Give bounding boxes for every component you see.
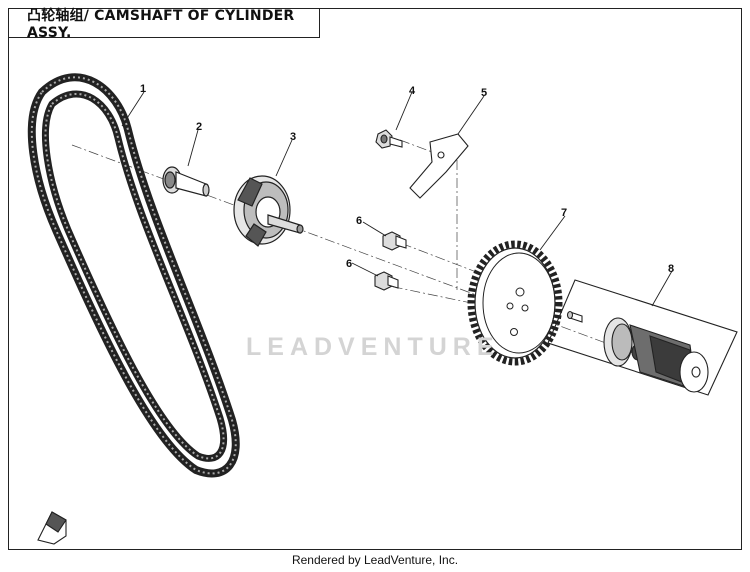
- callout-2: 2: [196, 121, 202, 133]
- diagram-title: 凸轮轴组/ CAMSHAFT OF CYLINDER ASSY.: [27, 8, 295, 41]
- callout-7: 7: [561, 207, 567, 219]
- chain-guide-bolt: [162, 166, 210, 197]
- cam-sprocket: [467, 240, 563, 366]
- title-box: 凸轮轴组/ CAMSHAFT OF CYLINDER ASSY.: [8, 8, 320, 41]
- lock-plate: [409, 133, 469, 199]
- pin-upper: [382, 231, 407, 251]
- bolt: [375, 129, 403, 149]
- callout-6-upper: 6: [356, 215, 362, 227]
- front-direction-arrow-icon: [37, 511, 67, 545]
- callout-4: 4: [409, 85, 416, 97]
- callout-6-lower: 6: [346, 258, 352, 270]
- callout-1: 1: [140, 83, 146, 95]
- watermark: LEADVENTURE: [246, 333, 500, 361]
- timing-chain: [27, 73, 240, 478]
- callout-3: 3: [290, 131, 296, 143]
- pin-lower: [374, 271, 399, 291]
- callout-5: 5: [481, 87, 487, 99]
- camshaft-assembly: [547, 279, 738, 396]
- callout-8: 8: [668, 263, 674, 275]
- chain-tensioner-guide: [233, 175, 304, 247]
- leader-lines: [121, 91, 673, 307]
- diagram-frame: [8, 8, 742, 550]
- footer-credit: Rendered by LeadVenture, Inc.: [291, 553, 459, 567]
